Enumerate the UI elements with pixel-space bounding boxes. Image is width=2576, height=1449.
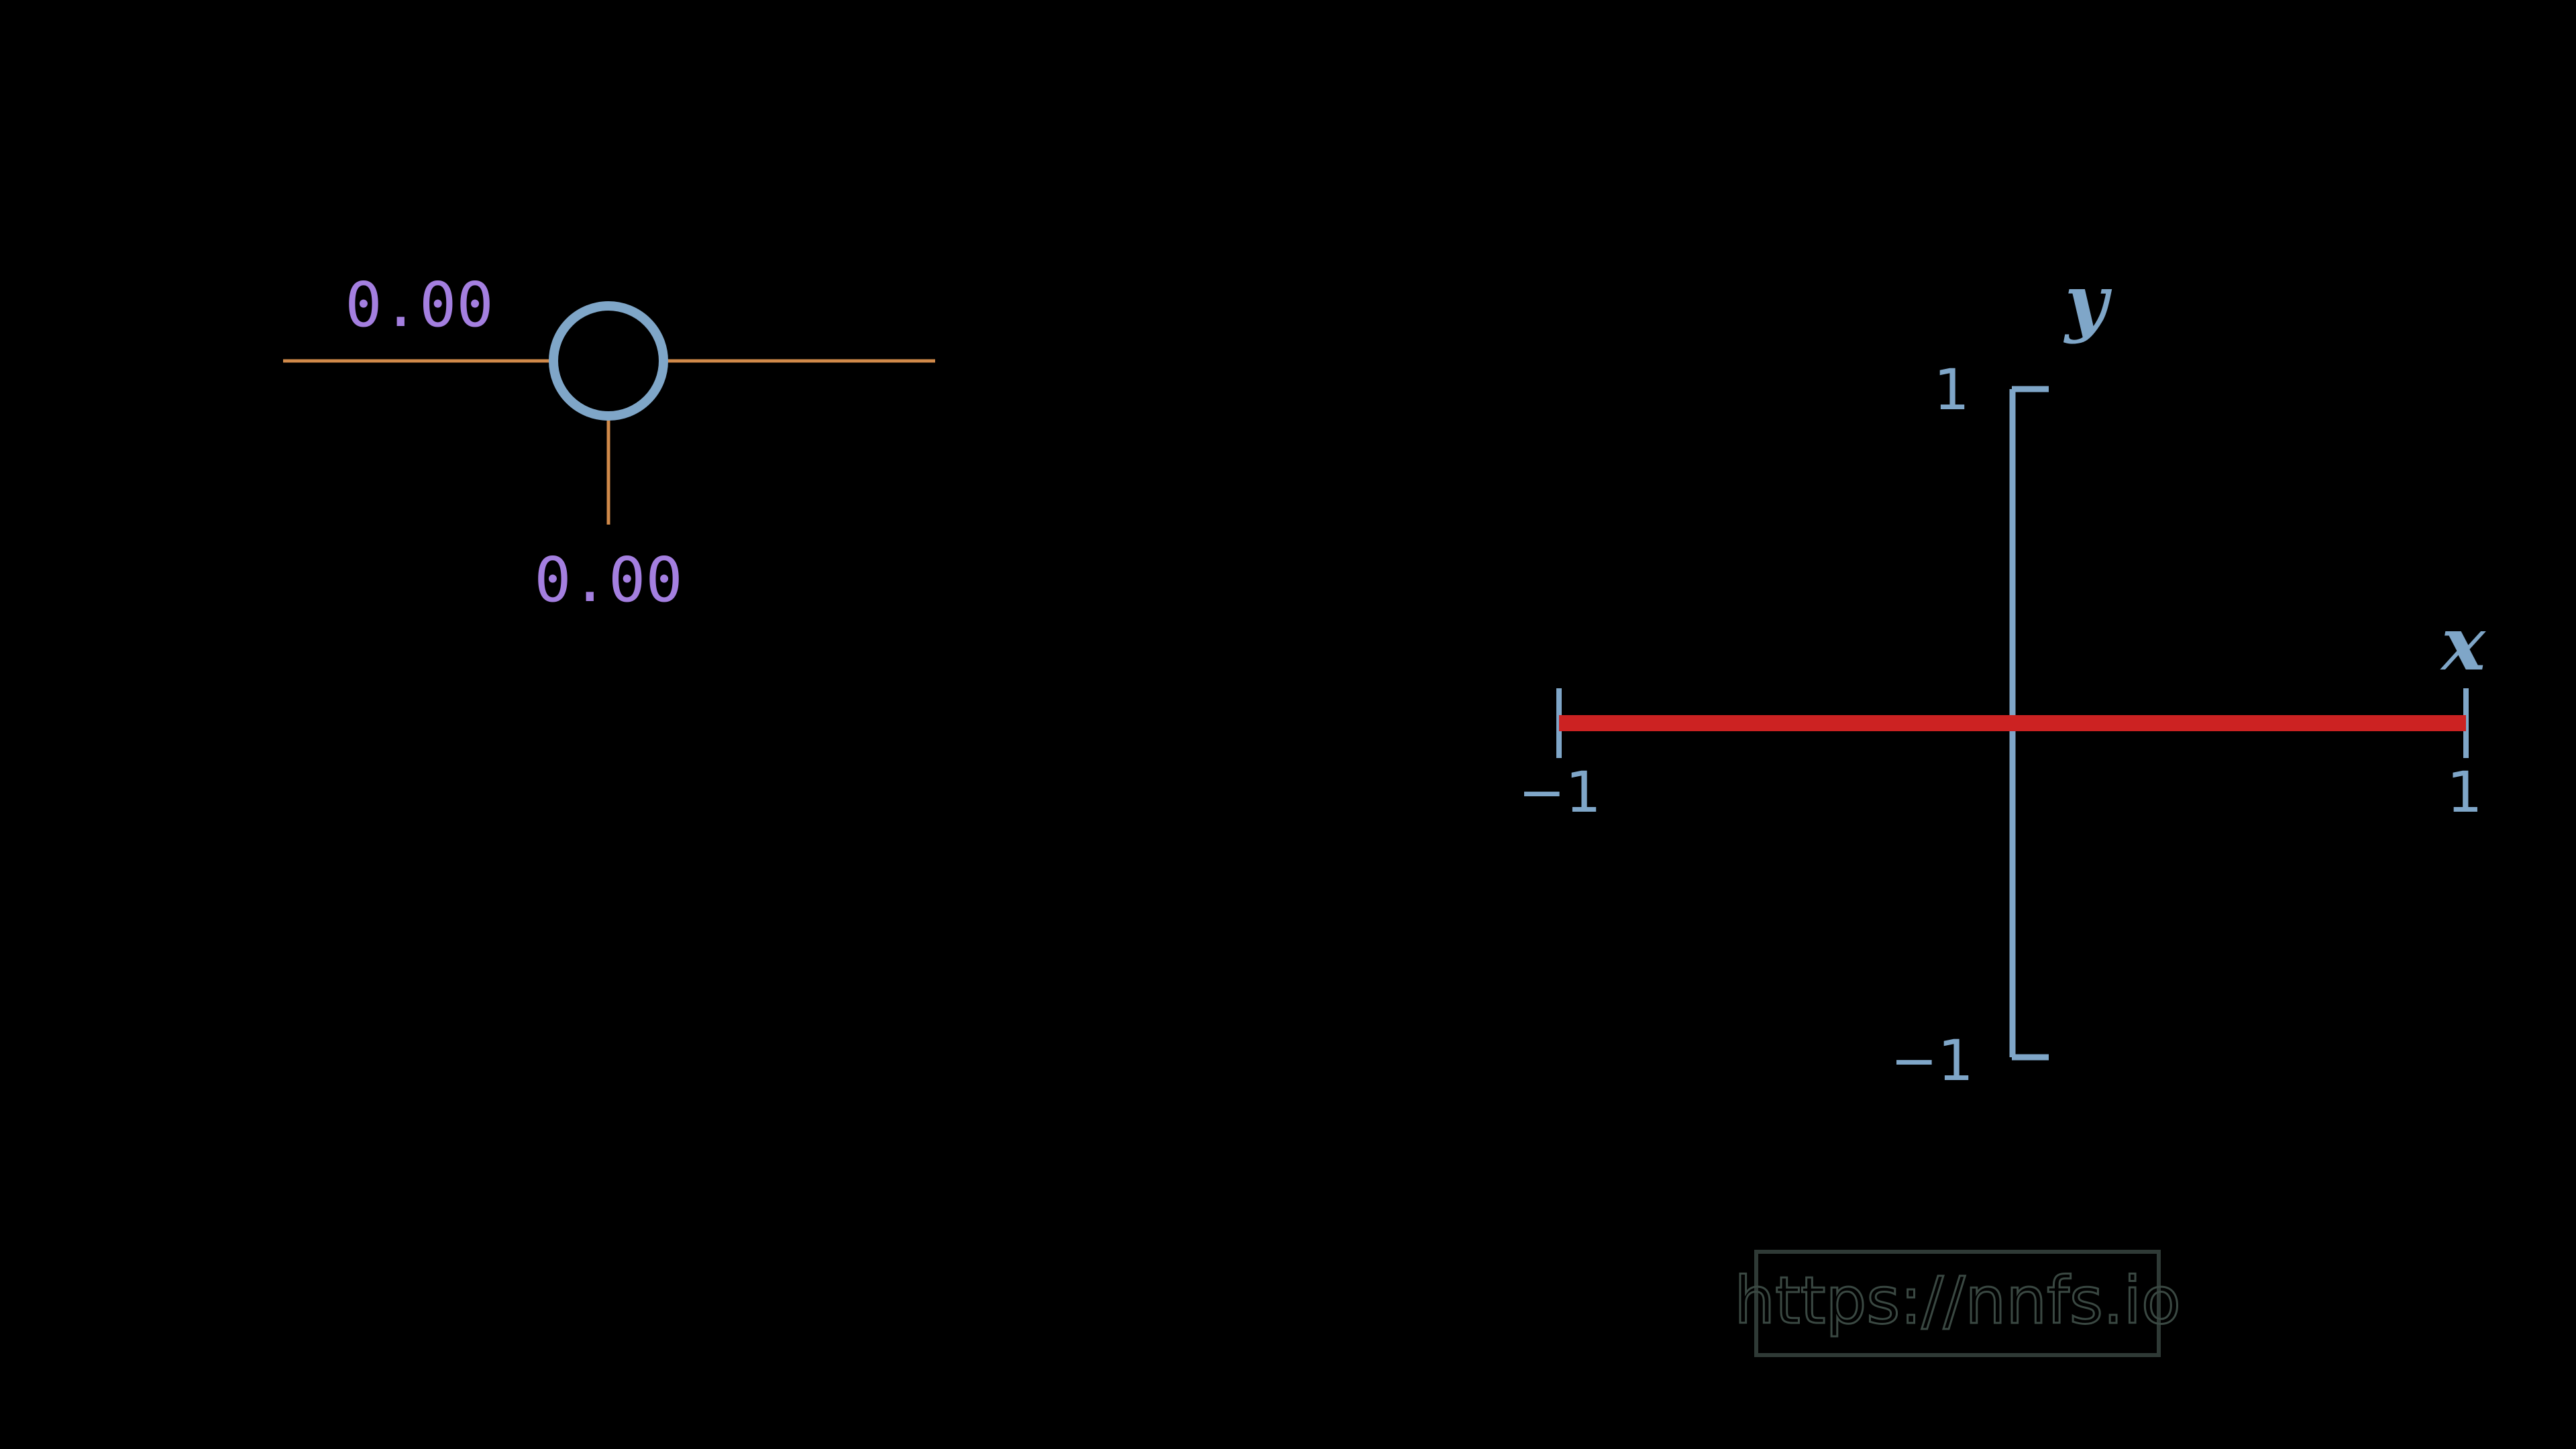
neuron-group: 0.00 0.00 — [283, 269, 935, 616]
x-tick-label-min: −1 — [1518, 759, 1601, 825]
neuron-node — [549, 301, 668, 421]
watermark-text: https://nnfs.io — [1734, 1263, 2181, 1338]
bias-value-label: 0.00 — [534, 544, 683, 616]
watermark: https://nnfs.io — [1733, 1250, 2182, 1357]
watermark-box — [1754, 1250, 2161, 1357]
y-axis-label: y — [2063, 258, 2112, 345]
x-axis-label: x — [2440, 600, 2486, 687]
plot-area: x y −1 1 1 −1 — [1518, 258, 2486, 1093]
y-tick-label-min: −1 — [1890, 1028, 1974, 1093]
x-tick-label-max: 1 — [2447, 759, 2482, 825]
y-tick-label-max: 1 — [1934, 357, 1970, 423]
weight-value-label: 0.00 — [345, 269, 494, 341]
